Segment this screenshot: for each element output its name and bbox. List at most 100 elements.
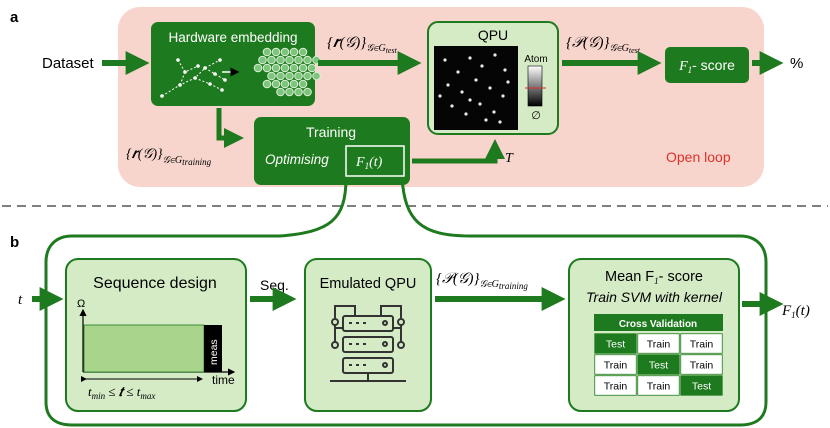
- cv-cell-label: Test: [649, 360, 668, 372]
- lattice-atom: [289, 63, 299, 73]
- atom-colorbar: [527, 65, 543, 107]
- lattice-atom: [294, 71, 303, 81]
- atom-dot: [492, 110, 496, 114]
- atom-dot: [484, 118, 488, 122]
- hardware-embedding-box: Hardware embedding: [151, 22, 321, 106]
- f1t-highlight: [345, 145, 405, 177]
- lattice-atom: [280, 63, 290, 73]
- lattice-atom: [298, 47, 308, 57]
- cv-cell-label: Train: [690, 360, 714, 372]
- atom-dot: [478, 102, 482, 106]
- qpu-box: QPU Atom ∅: [427, 21, 559, 135]
- lattice-atom: [267, 55, 276, 65]
- atom-dot: [474, 78, 478, 82]
- pulse-area: [83, 324, 205, 373]
- lattice-atom: [253, 63, 263, 73]
- lattice-atom: [298, 79, 308, 89]
- cv-train-cell: [637, 375, 680, 396]
- panel-a-letter: a: [10, 9, 19, 26]
- dataset-label: Dataset: [42, 55, 95, 72]
- cv-cell-label: Test: [692, 381, 711, 393]
- cv-title: Cross Validation: [619, 319, 697, 330]
- cv-cell-label: Train: [647, 339, 671, 351]
- atom-dot: [443, 58, 447, 62]
- emulated-qpu-box: Emulated QPU: [304, 258, 432, 412]
- lattice-atom: [271, 47, 281, 57]
- optimising-label: Optimising: [265, 152, 329, 167]
- meas-label: meas: [208, 339, 220, 365]
- qpu-title: QPU: [478, 27, 508, 43]
- p-training-label: {𝒫(𝒢)}𝒢∈Gtraining: [436, 271, 528, 291]
- lattice-atom: [276, 71, 285, 81]
- hardware-embedding-title: Hardware embedding: [168, 30, 297, 45]
- cv-test-cell: [594, 333, 637, 354]
- cv-test-cell: [680, 375, 723, 396]
- lattice-atom: [276, 55, 285, 65]
- cv-cell-label: Train: [690, 339, 714, 351]
- atom-dot: [450, 104, 454, 108]
- r-training-label: {𝒓(𝒢)}𝒢∈Gtraining: [126, 147, 212, 167]
- sequence-design-box: Sequence design Ω meas time tmin ≤ 𝒕 ≤ t…: [65, 258, 247, 412]
- atom-dot: [480, 64, 484, 68]
- t-label: T: [505, 151, 514, 166]
- f1-output: F1(t): [781, 303, 810, 320]
- atom-dot: [464, 112, 468, 116]
- sequence-design-title: Sequence design: [93, 275, 217, 292]
- lattice-atom: [276, 87, 285, 97]
- panel-b-letter: b: [10, 234, 19, 251]
- graph-nodes: [160, 58, 227, 98]
- lattice-atom: [285, 71, 294, 81]
- training-box: Training Optimising F1(t): [254, 117, 410, 185]
- f1-score-box: F1- score: [665, 47, 749, 83]
- cv-header: [594, 314, 723, 331]
- atom-dot: [460, 90, 464, 94]
- cv-train-cell: [594, 375, 637, 396]
- omega-label: Ω: [77, 298, 85, 310]
- emulated-qpu-title: Emulated QPU: [320, 276, 417, 292]
- cv-train-cell: [680, 333, 723, 354]
- hardware-to-training-arrow: [216, 108, 244, 148]
- cv-test-cell: [637, 354, 680, 375]
- lattice-atom: [280, 79, 290, 89]
- time-label: time: [212, 373, 235, 387]
- atom-dot: [446, 83, 450, 87]
- svg-text:{𝒓(𝒢)}𝒢∈Gtest: {𝒓(𝒢)}𝒢∈Gtest: [327, 35, 398, 55]
- lattice-atom: [303, 55, 312, 65]
- t-range-label: tmin ≤ 𝒕 ≤ tmax: [88, 384, 155, 401]
- atom-label: Atom: [524, 54, 547, 65]
- svg-text:{𝒫(𝒢)}𝒢∈Gtest: {𝒫(𝒢)}𝒢∈Gtest: [566, 35, 641, 55]
- lattice-atom: [258, 55, 267, 65]
- svg-text:F1(t): F1(t): [355, 155, 383, 171]
- lattice-atom: [294, 87, 303, 97]
- training-title: Training: [306, 124, 356, 140]
- lattice-atom: [280, 47, 290, 57]
- lattice-atom: [312, 71, 321, 81]
- cv-cell-label: Train: [604, 381, 628, 393]
- atom-dots: [438, 53, 510, 124]
- atom-dot: [493, 53, 497, 57]
- atom-dot: [501, 94, 505, 98]
- seq-label: Seq.: [260, 277, 289, 293]
- mean-f1-title: Mean F1- score: [605, 269, 703, 286]
- qpu-atom-image: [434, 46, 518, 130]
- lattice-atom: [285, 87, 294, 97]
- cv-cell-label: Train: [604, 360, 628, 372]
- cv-cell-label: Train: [647, 381, 671, 393]
- t-input: t: [18, 292, 23, 308]
- p-test-label: {𝒫(𝒢)}𝒢∈Gtest: [566, 35, 641, 55]
- atom-dot: [506, 80, 510, 84]
- lattice-atom: [271, 79, 281, 89]
- atom-dot: [488, 86, 492, 90]
- atom-dot: [438, 94, 442, 98]
- svm-label: Train SVM with kernel: [586, 289, 723, 305]
- lattice-atom: [298, 63, 308, 73]
- percent-output: %: [790, 55, 803, 72]
- atom-lattice-icon: [253, 47, 321, 97]
- svg-text:F1- score: F1- score: [678, 57, 735, 75]
- lattice-atom: [289, 79, 299, 89]
- lattice-atom: [262, 79, 272, 89]
- r-test-label: {𝒓(𝒢)}𝒢∈Gtest: [327, 35, 398, 55]
- lattice-atom: [289, 47, 299, 57]
